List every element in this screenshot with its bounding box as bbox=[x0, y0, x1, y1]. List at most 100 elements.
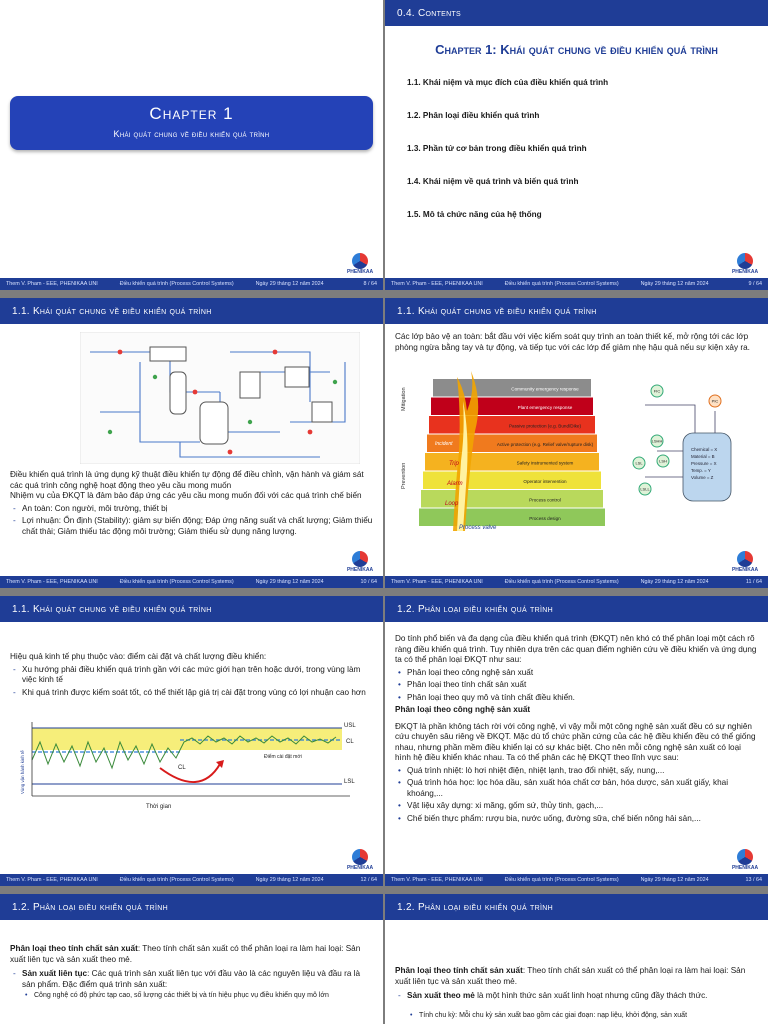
svg-text:Volume = Z: Volume = Z bbox=[691, 475, 714, 480]
usl-label: USL bbox=[344, 723, 356, 729]
list-item: Xu hướng phải điều khiển quá trình gần v… bbox=[13, 665, 373, 686]
slide-header: 1.2. Phân loại điều khiển quá trình bbox=[385, 596, 768, 622]
slide-batch-production: 1.2. Phân loại điều khiển quá trình Phân… bbox=[385, 894, 768, 1024]
list-item: Quá trình nhiệt: lò hơi nhiệt điện, nhiệ… bbox=[398, 766, 758, 777]
bullet-list: Quá trình nhiệt: lò hơi nhiệt điện, nhiệ… bbox=[395, 766, 758, 825]
bullet-list: Sản xuất liên tục: Các quá trình sản xuấ… bbox=[10, 969, 373, 1001]
list-item: Phân loại theo quy mô và tính chất điều … bbox=[398, 693, 758, 704]
event-label: Trip bbox=[449, 461, 460, 467]
slide-header: 1.2. Phân loại điều khiển quá trình bbox=[0, 894, 383, 920]
slide-overview-diagram: 1.1. Khái quát chung về điều khiển quá t… bbox=[0, 298, 383, 588]
page-number: 11 / 64 bbox=[745, 579, 762, 585]
safety-layer-label: Process design bbox=[529, 516, 561, 521]
shift-arrow bbox=[159, 763, 221, 784]
safety-layer-label: Process control bbox=[529, 497, 561, 502]
svg-text:FIC: FIC bbox=[654, 389, 661, 394]
slide-header: 1.1. Khái quát chung về điều khiển quá t… bbox=[0, 298, 383, 324]
list-item: Khi quá trình được kiểm soát tốt, có thể… bbox=[13, 688, 373, 699]
slide-header: 1.1. Khái quát chung về điều khiển quá t… bbox=[385, 298, 768, 324]
page-number: 10 / 64 bbox=[360, 579, 378, 585]
process-plant-diagram bbox=[80, 332, 360, 464]
storage-tank-icon: Chemical = X Material = B Pressure = X T… bbox=[682, 432, 732, 502]
event-label: Incident bbox=[435, 441, 453, 447]
chapter-title: Chapter 1 bbox=[149, 104, 234, 123]
side-label-prevention: Prevention bbox=[401, 463, 407, 489]
phenikaa-logo: PHENIKAA bbox=[345, 849, 375, 871]
phenikaa-logo: PHENIKAA bbox=[730, 551, 760, 573]
bullet-list: An toàn: Con người, môi trường, thiết bị… bbox=[10, 504, 373, 538]
y-axis-label: Vùng vận hành kinh tế bbox=[20, 750, 25, 794]
page-number: 9 / 64 bbox=[748, 281, 763, 287]
toc-item[interactable]: 1.3. Phần tử cơ bản trong điều khiển quá… bbox=[407, 143, 587, 153]
cl-left-label: CL bbox=[178, 765, 186, 771]
paragraph: Hiệu quả kinh tế phụ thuộc vào: điểm cài… bbox=[10, 652, 267, 661]
slide-contents: 0.4. Contents Chapter 1: Khái quát chung… bbox=[385, 0, 768, 290]
event-label: Alarm bbox=[446, 481, 463, 487]
list-item: Phân loại theo công nghệ sản xuất bbox=[398, 668, 758, 679]
x-axis-label: Thời gian bbox=[146, 804, 171, 810]
slide-economic-zone: 1.1. Khái quát chung về điều khiển quá t… bbox=[0, 596, 383, 886]
list-item: Công nghệ có độ phức tạp cao, số lượng c… bbox=[25, 992, 373, 1001]
bullet-list: Sản xuất theo mẻ là một hình thức sản xu… bbox=[395, 991, 758, 1020]
slide-header: 1.2. Phân loại điều khiển quá trình bbox=[385, 894, 768, 920]
toc-item[interactable]: 1.1. Khái niệm và mục đích của điều khiể… bbox=[407, 77, 609, 87]
list-item: Tính chu kỳ: Mỗi chu kỳ sản xuất bao gồm… bbox=[410, 1012, 758, 1021]
event-label: Process valve bbox=[459, 525, 497, 531]
safety-layer-label: Operator intervention bbox=[523, 479, 567, 484]
list-item: An toàn: Con người, môi trường, thiết bị bbox=[13, 504, 373, 515]
safety-layer-label: Active protection (e.g. Relief valve/rup… bbox=[497, 442, 594, 447]
svg-text:LSHH: LSHH bbox=[652, 439, 663, 444]
paragraph: Phân loại theo tính chất sản xuất: Theo … bbox=[395, 966, 746, 986]
chapter-subtitle: Khái quát chung về điều khiển quá trình bbox=[113, 129, 270, 139]
paragraph: Phân loại theo tính chất sản xuất: Theo … bbox=[10, 944, 361, 964]
new-setpoint-label: Điểm cài đặt mới bbox=[264, 753, 302, 760]
toc-list: 1.1. Khái niệm và mục đích của điều khiể… bbox=[385, 78, 768, 219]
list-item: Quá trình hóa học: lọc hóa dầu, sản xuất… bbox=[398, 778, 758, 799]
safety-layer-label: Community emergency response bbox=[511, 386, 579, 391]
paragraph: Do tính phổ biến và đa dạng của điều khi… bbox=[395, 634, 757, 664]
slide-classification: 1.2. Phân loại điều khiển quá trình Do t… bbox=[385, 596, 768, 886]
side-label-mitigation: Mitigation bbox=[401, 387, 407, 411]
slide-header: 0.4. Contents bbox=[385, 0, 768, 26]
svg-text:LSLL: LSLL bbox=[640, 487, 650, 492]
lsl-label: LSL bbox=[344, 779, 355, 785]
bullet-list: Phân loại theo công nghệ sản xuất Phân l… bbox=[395, 668, 758, 704]
safety-layer-label: Safety instrumented system bbox=[517, 460, 574, 465]
phenikaa-logo: PHENIKAA bbox=[730, 849, 760, 871]
page-number: 13 / 64 bbox=[745, 877, 763, 883]
toc-item[interactable]: 1.2. Phân loại điều khiển quá trình bbox=[407, 110, 540, 120]
svg-text:Pressure = X: Pressure = X bbox=[691, 461, 717, 466]
svg-text:Material = B: Material = B bbox=[691, 454, 715, 459]
subheading: Phân loại theo công nghệ sản xuất bbox=[395, 705, 531, 714]
phenikaa-logo: PHENIKAA bbox=[730, 253, 760, 275]
paragraph: Nhiệm vụ của ĐKQT là đảm bảo đáp ứng các… bbox=[10, 491, 362, 500]
page-number: 8 / 64 bbox=[363, 281, 378, 287]
page-number: 12 / 64 bbox=[360, 877, 378, 883]
slide-header: 1.1. Khái quát chung về điều khiển quá t… bbox=[0, 596, 383, 622]
setpoint-chart: USL CL LSL CL Điểm cài đặt mới Thời gian… bbox=[20, 722, 356, 810]
svg-text:Temp. = Y: Temp. = Y bbox=[691, 468, 711, 473]
list-item: Sản xuất theo mẻ là một hình thức sản xu… bbox=[398, 991, 758, 1021]
event-label: Loop bbox=[445, 501, 459, 507]
chapter-title-box: Chapter 1 Khái quát chung về điều khiển … bbox=[10, 96, 373, 150]
list-item: Sản xuất liên tục: Các quá trình sản xuấ… bbox=[13, 969, 373, 1001]
phenikaa-logo: PHENIKAA bbox=[345, 551, 375, 573]
toc-item[interactable]: 1.4. Khái niệm về quá trình và biến quá … bbox=[407, 176, 579, 186]
paragraph: Điều khiển quá trình là ứng dụng kỹ thuậ… bbox=[10, 470, 364, 490]
svg-text:LSH: LSH bbox=[659, 459, 667, 464]
list-item: Lợi nhuận: Ổn định (Stability): giảm sự … bbox=[13, 516, 373, 537]
svg-text:Chemical = X: Chemical = X bbox=[691, 447, 717, 452]
toc-item[interactable]: 1.5. Mô tả chức năng của hệ thống bbox=[407, 209, 542, 219]
safety-layer-label: Passive protection (e.g. Bund/Dike) bbox=[509, 423, 581, 428]
toc-title: Chapter 1: Khái quát chung về điều khiển… bbox=[435, 42, 718, 57]
bullet-list: Xu hướng phải điều khiển quá trình gần v… bbox=[10, 665, 373, 699]
safety-layer-label: Plant emergency response bbox=[518, 405, 573, 410]
slide-production-type: 1.2. Phân loại điều khiển quá trình Phân… bbox=[0, 894, 383, 1024]
cl-label: CL bbox=[346, 739, 354, 745]
